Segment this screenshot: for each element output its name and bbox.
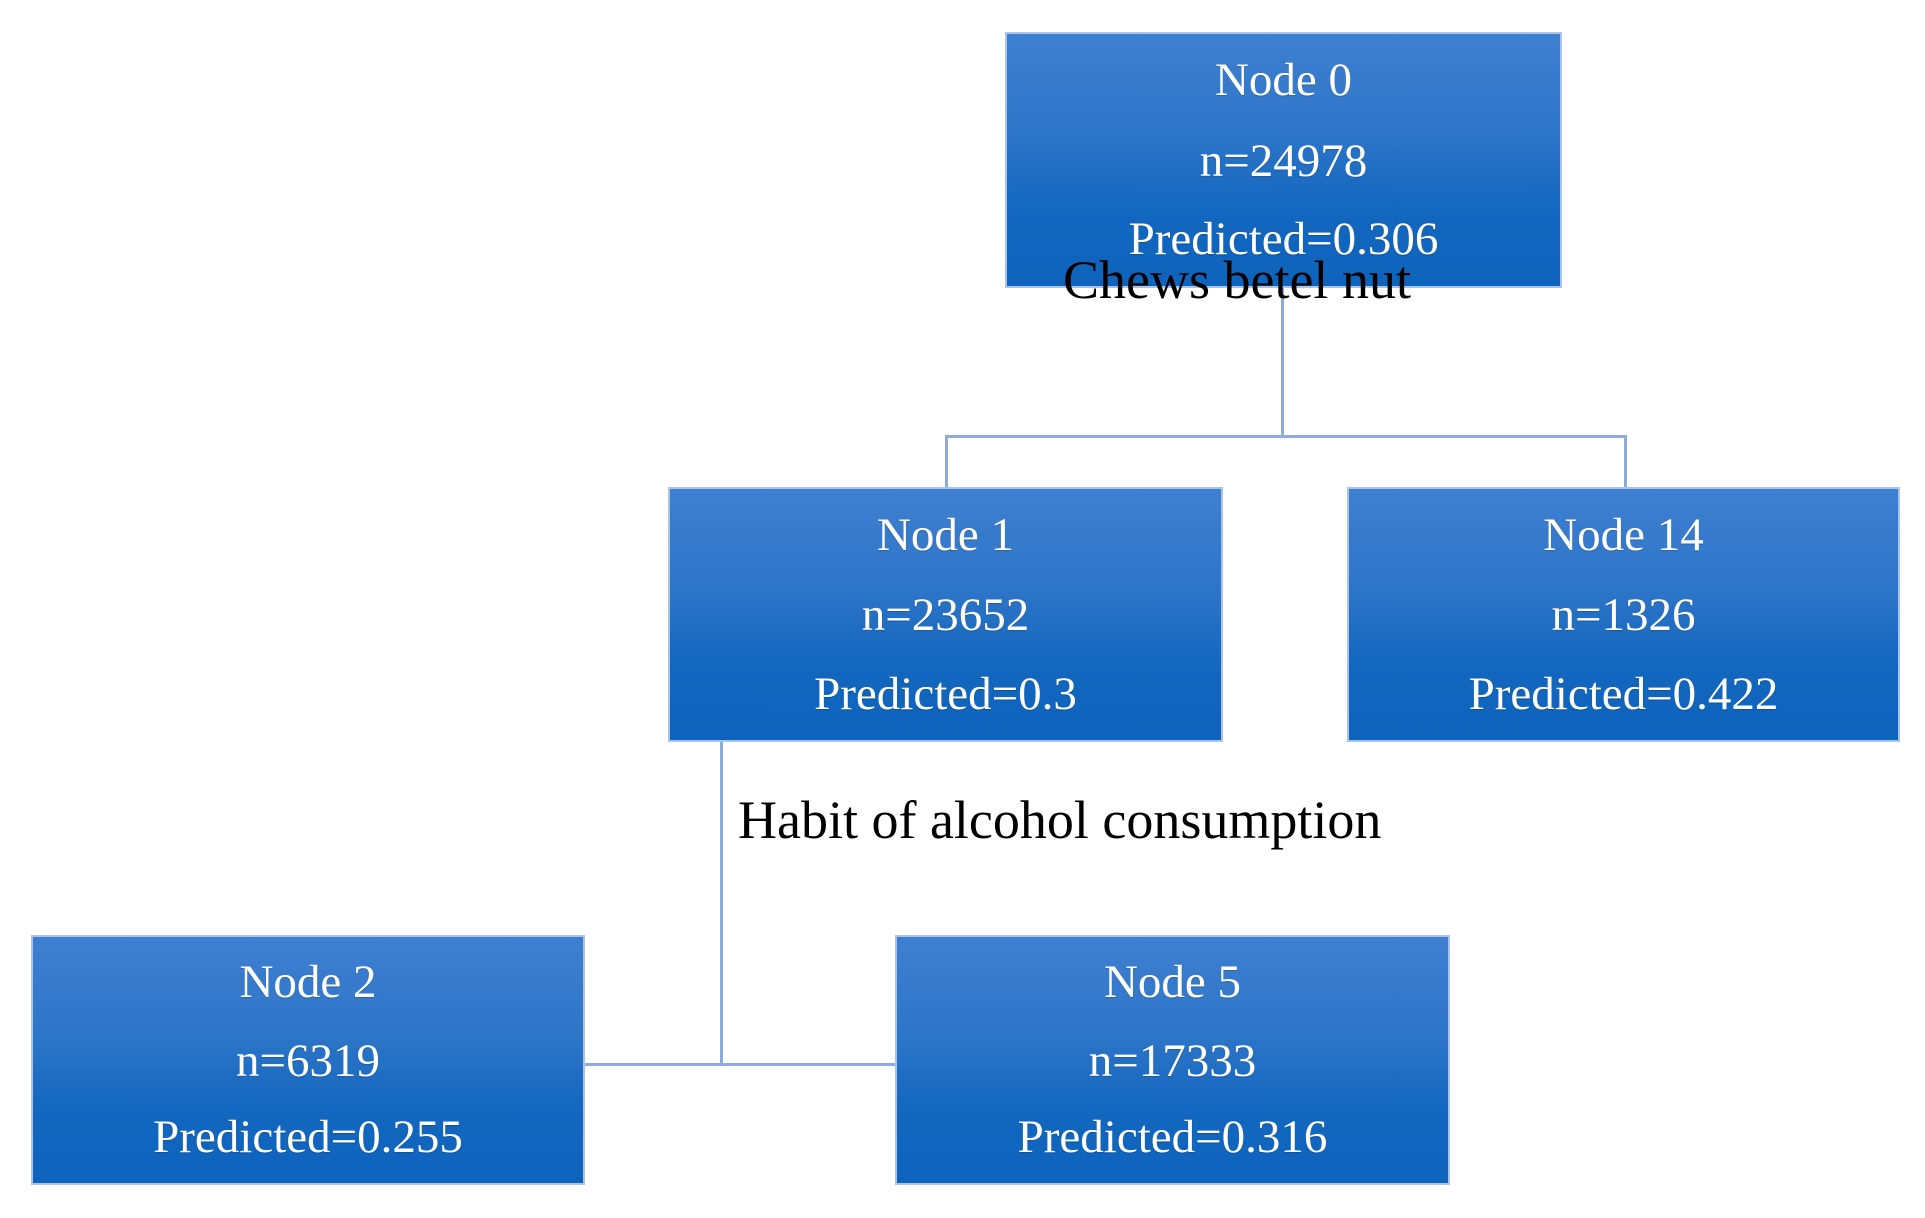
tree-node-5[interactable]: Node 5 n=17333 Predicted=0.316 xyxy=(895,935,1450,1185)
edge-label-root-split: Chews betel nut xyxy=(1063,250,1411,310)
connector-root-bar xyxy=(945,435,1627,438)
edge-label-node-1-split: Habit of alcohol consumption xyxy=(738,790,1382,850)
node-0-sample-size: n=24978 xyxy=(1199,134,1368,187)
tree-node-1[interactable]: Node 1 n=23652 Predicted=0.3 xyxy=(668,487,1223,742)
node-1-sample-size: n=23652 xyxy=(861,589,1030,642)
connector-node-1-to-node-2 xyxy=(585,1063,723,1066)
connector-root-stem xyxy=(1281,288,1284,437)
node-1-title: Node 1 xyxy=(876,508,1015,561)
connector-node-1-to-node-5 xyxy=(720,1063,897,1066)
connector-root-to-node-14 xyxy=(1624,435,1627,489)
connector-node-1-stem xyxy=(720,742,723,1066)
node-0-predicted-value: Predicted=0.306 xyxy=(1128,213,1439,266)
node-5-title: Node 5 xyxy=(1103,956,1242,1009)
tree-node-2[interactable]: Node 2 n=6319 Predicted=0.255 xyxy=(31,935,585,1185)
tree-node-0[interactable]: Node 0 n=24978 Predicted=0.306 xyxy=(1005,32,1562,288)
tree-node-14[interactable]: Node 14 n=1326 Predicted=0.422 xyxy=(1347,487,1900,742)
node-2-predicted-value: Predicted=0.255 xyxy=(153,1111,463,1164)
node-14-title: Node 14 xyxy=(1543,508,1704,561)
node-2-title: Node 2 xyxy=(239,956,377,1009)
node-0-title: Node 0 xyxy=(1214,54,1353,107)
node-1-predicted-value: Predicted=0.3 xyxy=(814,667,1077,720)
node-5-predicted-value: Predicted=0.316 xyxy=(1017,1111,1328,1164)
node-14-sample-size: n=1326 xyxy=(1551,589,1696,642)
connector-root-to-node-1 xyxy=(945,435,948,489)
node-14-predicted-value: Predicted=0.422 xyxy=(1468,667,1779,720)
node-5-sample-size: n=17333 xyxy=(1088,1034,1257,1087)
node-2-sample-size: n=6319 xyxy=(235,1034,380,1087)
